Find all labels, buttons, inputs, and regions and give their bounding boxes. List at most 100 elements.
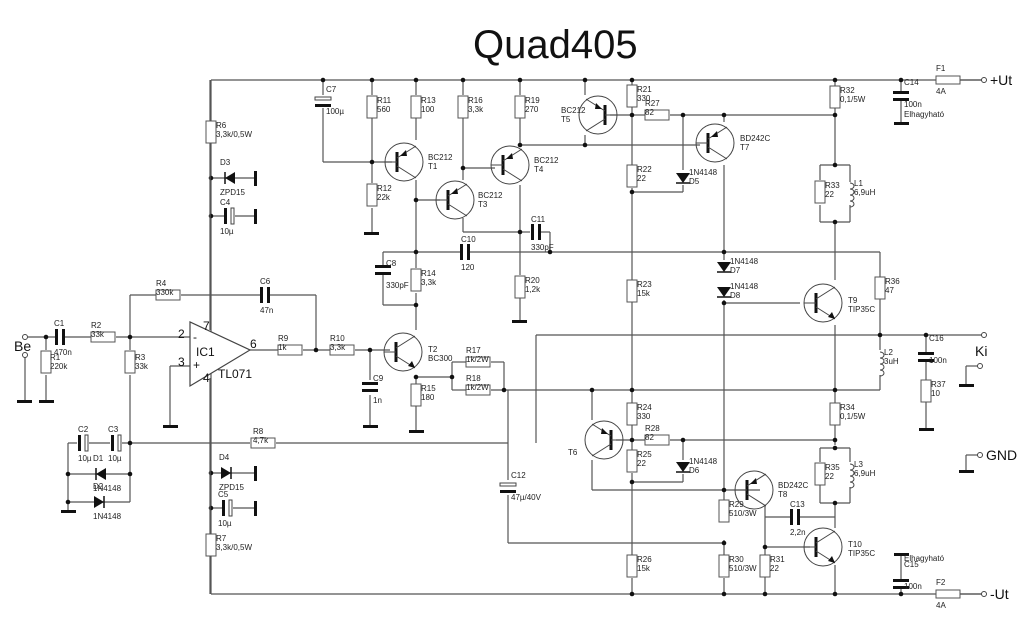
- component-value: 0,1/5W: [840, 412, 866, 421]
- component-ref: C13: [790, 500, 805, 509]
- resistor-icon: [626, 164, 638, 188]
- capacitor-plate-icon: [314, 96, 332, 101]
- resistor-r6[interactable]: R63,3k/0,5W: [205, 120, 252, 144]
- terminal-output[interactable]: Ki: [975, 332, 987, 369]
- component-value: 82: [645, 433, 654, 442]
- component-value: 470n: [54, 348, 72, 357]
- component-ref: D4: [219, 453, 230, 462]
- resistor-icon: [718, 499, 730, 523]
- opamp-ic1[interactable]: IC1 TL071 2 3 6 7 4 - +: [178, 80, 257, 594]
- resistor-r7[interactable]: R73,3k/0,5W: [205, 533, 252, 557]
- capacitor-plate-icon: [375, 265, 391, 268]
- component-ref: D3: [220, 158, 231, 167]
- inductor-l3[interactable]: L36,9uH: [849, 460, 876, 489]
- diode-icon: [717, 287, 731, 297]
- capacitor-plate-icon: [362, 389, 378, 392]
- ground-icon: [364, 232, 379, 235]
- ground-icon: [39, 400, 54, 403]
- emitter-arrow-icon: [711, 131, 718, 137]
- inductor-l1[interactable]: L16,9uH: [849, 179, 876, 208]
- resistor-r8[interactable]: R84,7k: [250, 427, 276, 449]
- component-ref: C16: [929, 334, 944, 343]
- terminal-vplus[interactable]: +Ut: [981, 72, 1013, 88]
- terminal-gnd[interactable]: GND: [977, 447, 1018, 463]
- transistor-t6[interactable]: T6: [568, 420, 624, 460]
- terminal-vminus[interactable]: -Ut: [981, 586, 1009, 602]
- terminal-input[interactable]: Be: [14, 334, 31, 358]
- component-ref: C15: [904, 560, 919, 569]
- resistor-icon: [626, 554, 638, 578]
- opamp-pin-2: 2: [178, 327, 185, 341]
